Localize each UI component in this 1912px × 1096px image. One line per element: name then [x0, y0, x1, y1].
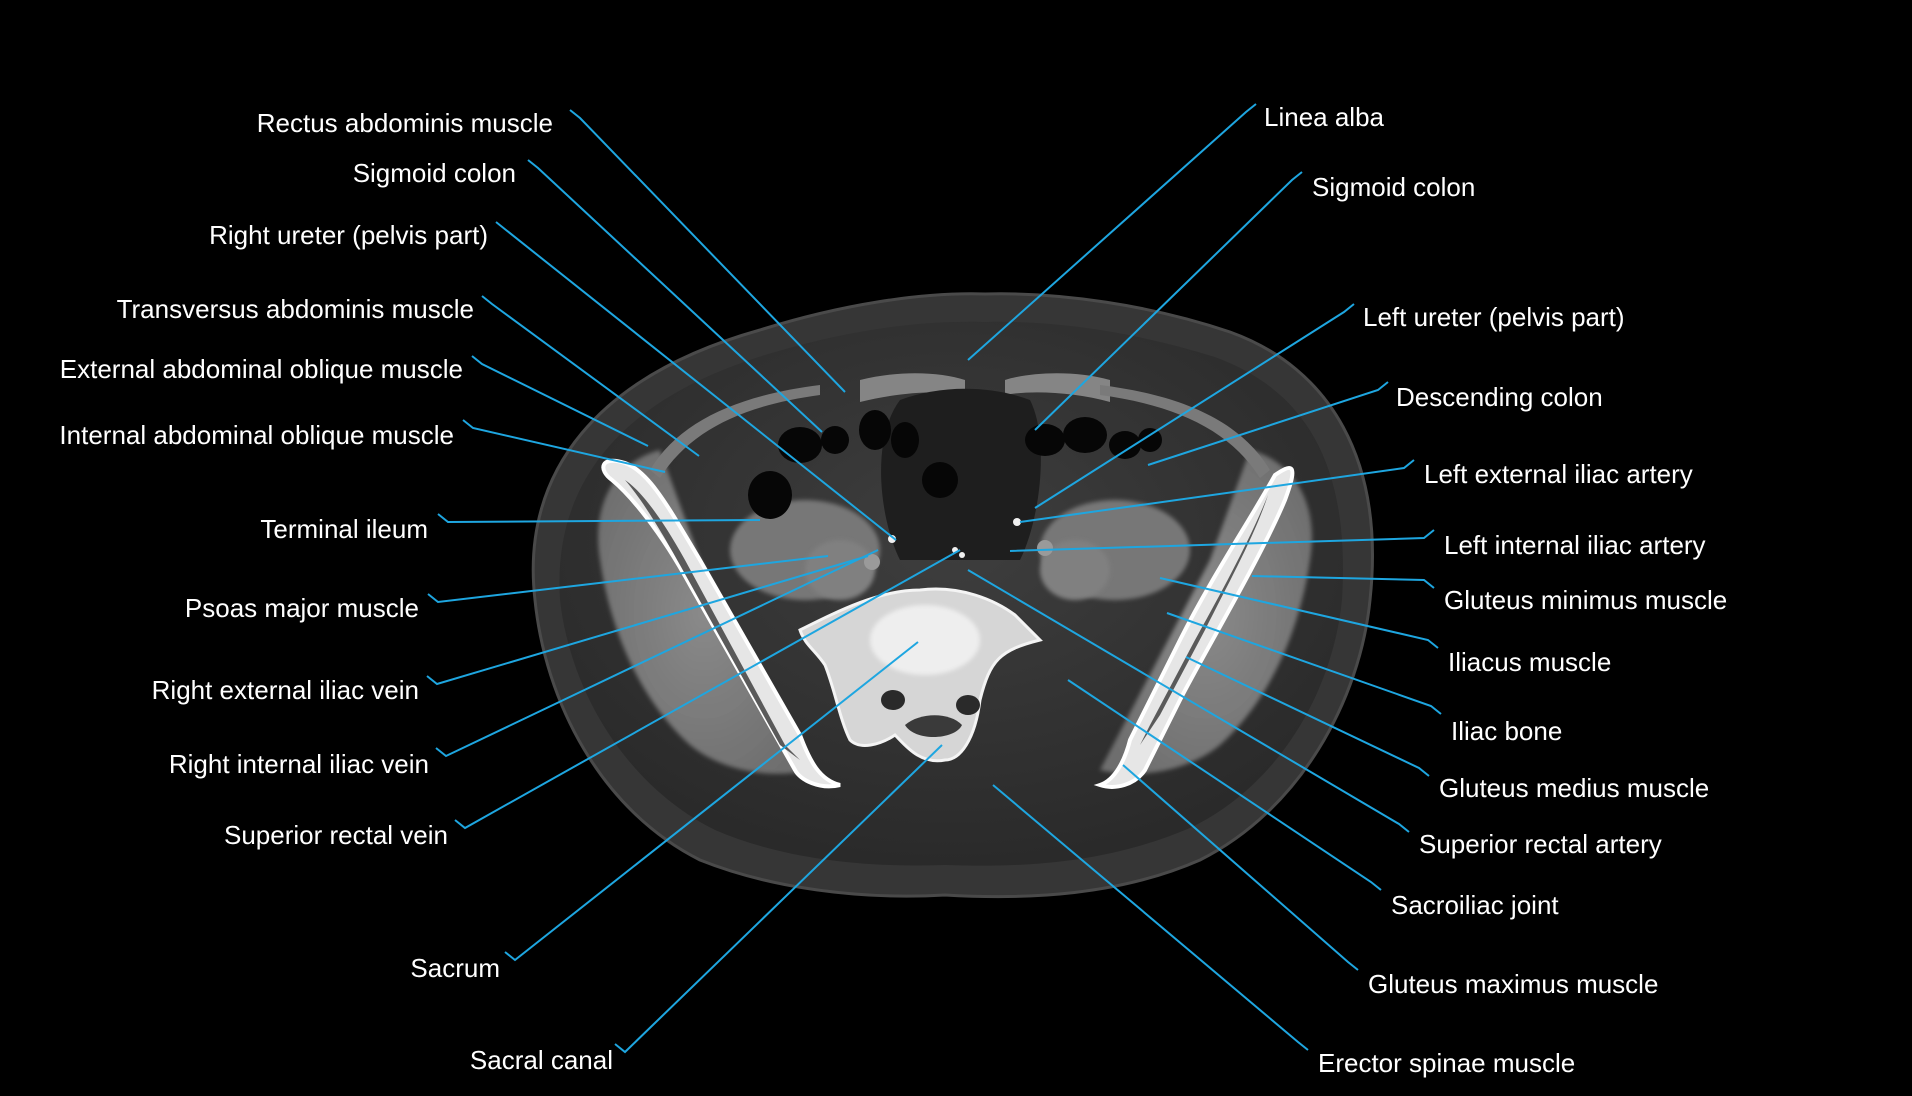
label-right-internal-iliac-vein: Right internal iliac vein — [168, 749, 429, 779]
leader-line-right-0 — [967, 103, 1257, 361]
leader-line-left-12 — [614, 744, 943, 1054]
leader-line-left-0 — [569, 109, 846, 393]
label-sacrum: Sacrum — [410, 953, 500, 983]
leader-line-left-5 — [462, 419, 666, 473]
sacral-foramina — [881, 690, 980, 715]
lateral-abdominal-wall-left — [1100, 385, 1270, 478]
bowel-gas — [748, 410, 1162, 519]
label-erector-spinae-muscle: Erector spinae muscle — [1318, 1048, 1576, 1078]
rectus-muscles — [860, 373, 965, 402]
label-gluteus-minimus-muscle: Gluteus minimus muscle — [1444, 585, 1728, 615]
leader-line-left-4 — [471, 355, 649, 447]
leader-line-left-10 — [454, 549, 961, 830]
leader-line-right-11 — [1067, 679, 1382, 891]
leader-line-right-6 — [1251, 575, 1435, 589]
label-sigmoid-colon-left: Sigmoid colon — [1312, 172, 1476, 202]
leader-line-left-3 — [481, 295, 700, 457]
leader-line-right-13 — [992, 784, 1309, 1051]
psoas-right — [805, 540, 875, 600]
leader-line-right-9 — [1185, 656, 1430, 777]
leader-line-right-7 — [1159, 577, 1439, 649]
lateral-abdominal-wall-right — [650, 385, 820, 478]
leader-line-left-11 — [504, 641, 919, 962]
leader-line-right-12 — [1122, 764, 1359, 971]
leader-line-right-4 — [1019, 459, 1415, 523]
leader-line-right-10 — [967, 569, 1410, 833]
label-superior-rectal-artery: Superior rectal artery — [1419, 829, 1662, 859]
label-superior-rectal-vein: Superior rectal vein — [224, 820, 448, 850]
sacral-canal — [905, 715, 962, 738]
label-left-external-iliac-artery: Left external iliac artery — [1424, 459, 1693, 489]
leader-line-right-1 — [1034, 171, 1303, 431]
label-iliacus-muscle: Iliacus muscle — [1448, 647, 1612, 677]
leader-line-left-9 — [435, 549, 879, 758]
label-sigmoid-colon-right: Sigmoid colon — [352, 158, 516, 188]
label-external-abdominal-oblique-muscle: External abdominal oblique muscle — [59, 354, 463, 384]
leader-line-left-6 — [437, 513, 761, 524]
leader-line-right-3 — [1147, 381, 1389, 466]
label-left-internal-iliac-artery: Left internal iliac artery — [1444, 530, 1706, 560]
label-gluteus-medius-muscle: Gluteus medius muscle — [1439, 773, 1710, 803]
label-gluteus-maximus-muscle: Gluteus maximus muscle — [1368, 969, 1659, 999]
leader-line-right-2 — [1034, 303, 1355, 509]
psoas-left — [1040, 540, 1110, 600]
label-linea-alba: Linea alba — [1264, 102, 1384, 132]
leader-line-right-8 — [1166, 612, 1442, 715]
label-left-ureter: Left ureter (pelvis part) — [1363, 302, 1625, 332]
label-sacral-canal: Sacral canal — [469, 1045, 613, 1075]
label-rectus-abdominis-muscle: Rectus abdominis muscle — [256, 108, 553, 138]
pelvic-cavity — [881, 388, 1041, 560]
leader-line-left-2 — [495, 221, 897, 541]
label-terminal-ileum: Terminal ileum — [260, 514, 428, 544]
label-psoas-major-muscle: Psoas major muscle — [184, 593, 419, 623]
leader-line-left-8 — [426, 555, 869, 686]
label-descending-colon: Descending colon — [1396, 382, 1603, 412]
label-right-ureter: Right ureter (pelvis part) — [209, 220, 488, 250]
label-sacroiliac-joint: Sacroiliac joint — [1391, 890, 1559, 920]
label-internal-abdominal-oblique-muscle: Internal abdominal oblique muscle — [59, 420, 454, 450]
leader-line-left-7 — [427, 555, 829, 604]
leader-line-right-5 — [1009, 529, 1435, 552]
label-transversus-abdominis-muscle: Transversus abdominis muscle — [116, 294, 474, 324]
label-right-external-iliac-vein: Right external iliac vein — [151, 675, 419, 705]
leader-line-left-1 — [527, 159, 823, 433]
label-iliac-bone: Iliac bone — [1451, 716, 1563, 746]
